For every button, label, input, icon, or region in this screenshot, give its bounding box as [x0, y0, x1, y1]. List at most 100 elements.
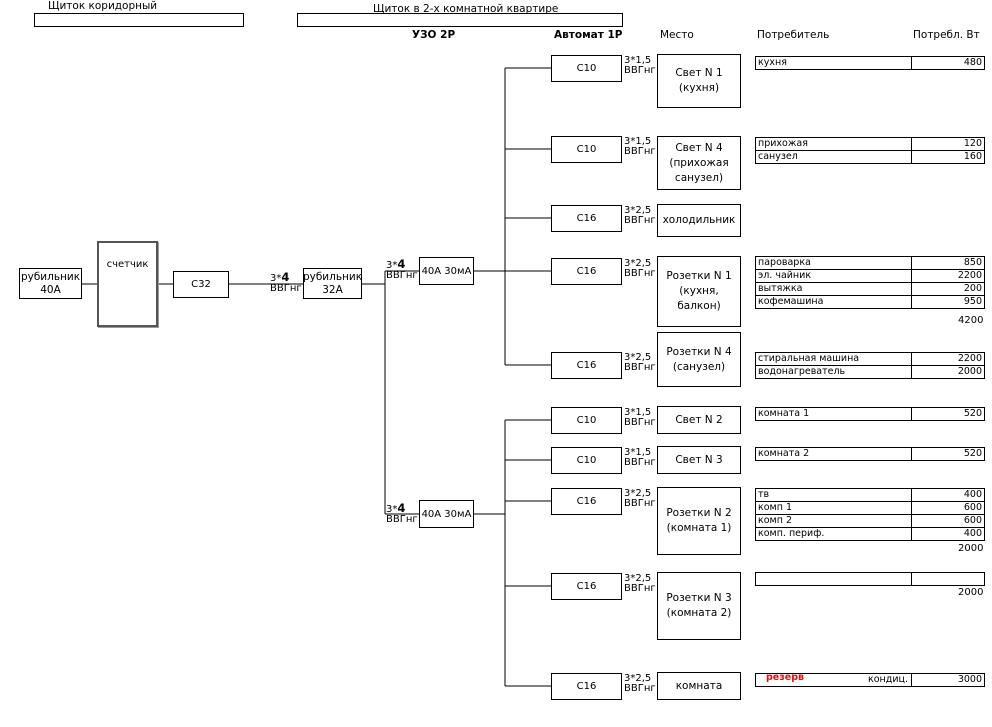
breaker-10: С16 — [551, 672, 622, 700]
feed-cable-label: 3*4 ВВГнг — [270, 270, 302, 294]
main-switch-40a-label: рубильник — [20, 270, 81, 283]
place-9-line: Розетки N 3 — [666, 592, 732, 604]
consumer-row-divider — [911, 514, 912, 528]
main-switch-40a: рубильник 40А — [19, 268, 82, 299]
circuit-9-cable-section: 3*2,5 — [624, 573, 652, 584]
place-9-line: (комната 2) — [666, 607, 732, 619]
circuit-7-cable-section: 3*1,5 — [624, 447, 652, 458]
consumer-row-divider — [911, 295, 912, 309]
rcd-1-cable-cores: 3* — [386, 260, 398, 271]
place-4-line: (кухня, балкон) — [677, 285, 721, 312]
consumer-row-divider — [911, 150, 912, 164]
circuit-6-cable-type: ВВГнг — [624, 417, 656, 428]
consumer-name: комп 1 — [758, 502, 792, 513]
consumer-row-divider — [911, 407, 912, 421]
apartment-switch-32a: рубильник 32А — [303, 268, 362, 299]
place-2-line: Свет N 4 — [675, 141, 723, 154]
circuit-6-cable-section: 3*1,5 — [624, 407, 652, 418]
consumer-watts: 400 — [963, 489, 982, 500]
place-7-line: Свет N 3 — [675, 453, 723, 466]
rcd-1-cable-label: 3*4 ВВГнг — [386, 258, 418, 281]
consumer-watts: 480 — [963, 57, 982, 68]
consumer-watts: 2200 — [957, 270, 982, 281]
consumer-watts: 520 — [963, 448, 982, 459]
place-4: Розетки N 1(кухня, балкон) — [657, 256, 741, 327]
circuit-9-total: 2000 — [958, 587, 984, 598]
place-10: комната — [657, 672, 741, 700]
place-8-line: Розетки N 2 — [666, 507, 732, 519]
place-1-line: Свет N 1 — [675, 67, 723, 79]
place-5: Розетки N 4(санузел) — [657, 332, 741, 387]
consumer-name: водонагреватель — [758, 366, 846, 377]
consumer-row — [755, 572, 985, 586]
place-8-line: (комната 1) — [666, 522, 732, 534]
corridor-panel-title: Щиток коридорный — [48, 0, 158, 12]
feed-cable-section: 4 — [281, 270, 290, 284]
consumer-row: тв 400 — [755, 488, 985, 502]
place-6: Свет N 2 — [657, 406, 741, 434]
rcd-2-cable-type: ВВГнг — [386, 514, 418, 525]
rcd-2-cable-label: 3*4 ВВГнг — [386, 501, 418, 525]
apartment-switch-32a-label: рубильник — [302, 270, 363, 283]
rcd-column-header: УЗО 2Р — [412, 29, 456, 41]
circuit-4-total: 4200 — [958, 315, 984, 326]
consumer-watts: 600 — [963, 502, 982, 513]
place-7: Свет N 3 — [657, 446, 741, 474]
consumer-row: комп 1 600 — [755, 501, 985, 515]
circuit-2-cable-type: ВВГнг — [624, 146, 656, 157]
consumer-name: санузел — [758, 151, 798, 162]
consumer-row-divider — [911, 501, 912, 515]
consumer-name: прихожая — [758, 138, 808, 149]
consumer-watts: 400 — [963, 528, 982, 539]
electric-meter: счетчик — [97, 241, 158, 327]
breaker-column-header: Автомат 1Р — [554, 29, 623, 41]
consumer-row-divider — [911, 365, 912, 379]
breaker-9: С16 — [551, 572, 622, 600]
consumer-row-divider — [911, 56, 912, 70]
consumer-row: комп. периф. 400 — [755, 527, 985, 541]
breaker-1: С10 — [551, 54, 622, 82]
place-10-line: комната — [675, 679, 723, 692]
electric-meter-label: счетчик — [106, 259, 149, 270]
consumer-row-divider — [911, 256, 912, 270]
circuit-7-cable-type: ВВГнг — [624, 457, 656, 468]
circuit-2-cable-section: 3*1,5 — [624, 136, 652, 147]
consumer-row-divider — [911, 282, 912, 296]
feed-cable-cores: 3* — [270, 273, 282, 284]
circuit-1-cable-type: ВВГнг — [624, 65, 656, 76]
consumer-name: комната 1 — [758, 408, 810, 419]
circuit-5-cable-section: 3*2,5 — [624, 352, 652, 363]
consumer-name: кондиц. — [868, 674, 908, 685]
consumer-name: комп. периф. — [758, 528, 825, 539]
breaker-4: С16 — [551, 257, 622, 285]
consumer-watts: 200 — [963, 283, 982, 294]
rcd-2-cable-section: 4 — [397, 501, 406, 515]
place-1: Свет N 1(кухня) — [657, 54, 741, 108]
place-2-line: (прихожая — [669, 156, 729, 169]
consumer-row-divider — [911, 269, 912, 283]
main-breaker-c32: С32 — [173, 271, 229, 298]
place-9: Розетки N 3 (комната 2) — [657, 572, 741, 640]
consumer-watts: 160 — [963, 151, 982, 162]
consumer-name: тв — [758, 489, 770, 500]
circuit-1-cable-section: 3*1,5 — [624, 55, 652, 66]
place-5-line: Розетки N 4 — [666, 345, 732, 358]
circuit-8-cable-section: 3*2,5 — [624, 488, 652, 499]
apartment-panel-title: Щиток в 2-х комнатной квартире — [373, 3, 559, 15]
consumer-name: эл. чайник — [758, 270, 812, 281]
consumer-row-divider — [911, 488, 912, 502]
